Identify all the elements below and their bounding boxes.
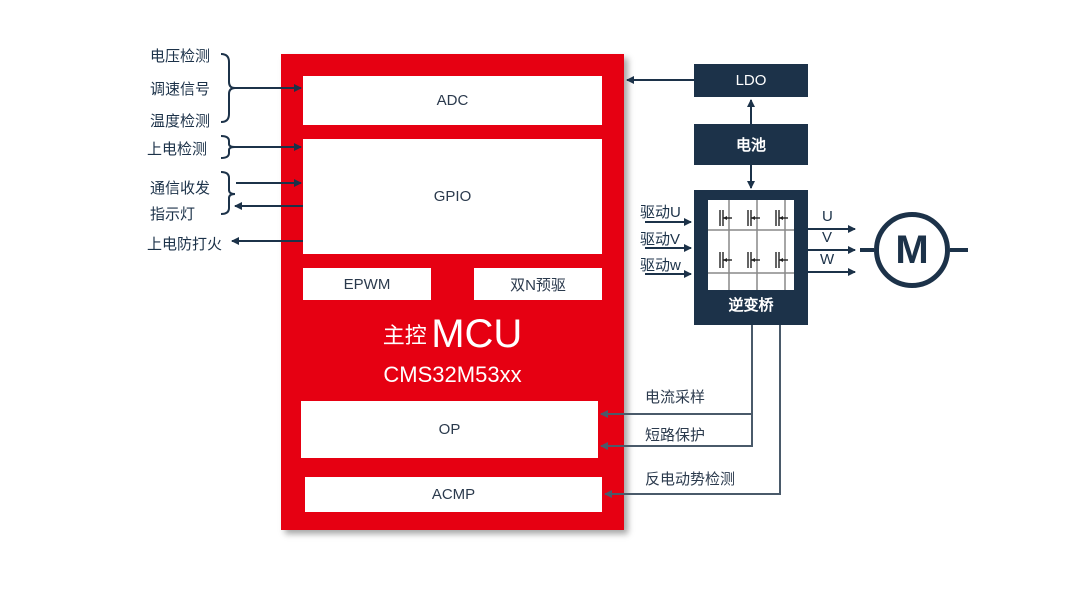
inverter-block: 逆变桥 xyxy=(694,190,808,325)
epwm-block: EPWM xyxy=(303,268,431,300)
label-phase-u: U xyxy=(822,208,833,225)
line-bemf-detect xyxy=(604,325,781,498)
brace-analog-inputs xyxy=(220,53,236,123)
label-comm: 通信收发 xyxy=(150,180,211,197)
mosfet-bridge-icon xyxy=(708,200,794,290)
mcu-title-main: MCU xyxy=(431,312,523,356)
line-current-sampling xyxy=(600,325,753,418)
acmp-block: ACMP xyxy=(305,477,602,512)
label-power-detect: 上电检测 xyxy=(147,141,208,158)
label-anti-fire: 上电防打火 xyxy=(147,236,223,253)
inverter-schematic xyxy=(708,200,794,290)
motor-icon: M xyxy=(874,212,950,288)
motor-label: M xyxy=(895,227,929,272)
gpio-block: GPIO xyxy=(303,139,602,254)
label-drive-w: 驱动w xyxy=(640,257,681,274)
line-short-protection xyxy=(600,325,753,450)
mcu-model: CMS32M53xx xyxy=(383,362,522,387)
label-speed-signal: 调速信号 xyxy=(150,81,211,98)
label-temp-detect: 温度检测 xyxy=(150,113,211,130)
label-voltage-detect: 电压检测 xyxy=(150,48,211,65)
adc-block: ADC xyxy=(303,76,602,125)
brace-power-detect xyxy=(220,135,236,159)
label-drive-u: 驱动U xyxy=(640,204,681,221)
label-phase-v: V xyxy=(822,229,833,246)
ldo-block: LDO xyxy=(694,64,808,97)
brace-comm xyxy=(220,171,236,215)
mcu-title: 主控 MCU xyxy=(281,312,624,357)
op-block: OP xyxy=(301,401,598,458)
label-short-protection: 短路保护 xyxy=(645,427,706,444)
predriver-block: 双N预驱 xyxy=(474,268,602,300)
inverter-label: 逆变桥 xyxy=(728,297,774,314)
label-current-sampling: 电流采样 xyxy=(645,389,706,406)
battery-block: 电池 xyxy=(694,124,808,165)
label-phase-w: W xyxy=(820,251,835,268)
label-indicator: 指示灯 xyxy=(150,206,196,223)
label-drive-v: 驱动V xyxy=(640,231,681,248)
label-bemf-detect: 反电动势检测 xyxy=(645,471,736,488)
mcu-title-prefix: 主控 xyxy=(382,323,427,348)
